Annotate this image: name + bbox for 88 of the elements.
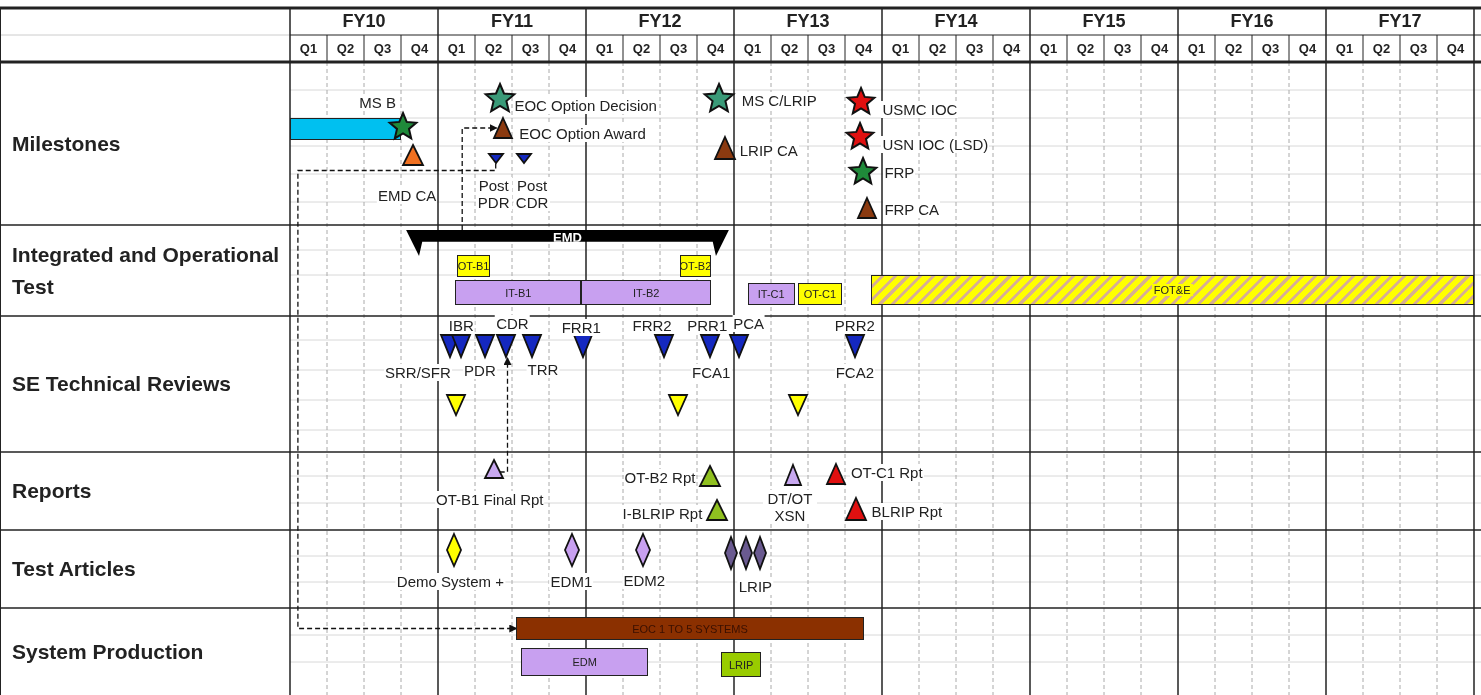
marker-label: MS C/LRIP [740,91,818,109]
marker-label: PCA [732,314,765,332]
quarter-header: Q3 [1112,40,1133,58]
quarter-header: Q1 [594,40,615,58]
phase-banner: EMD [406,230,729,256]
year-header: FY14 [933,10,979,33]
schedule-bar [290,118,402,140]
schedule-bar: IT-B2 [581,280,712,305]
marker-label: FCA2 [834,363,875,381]
schedule-bar: IT-B1 [455,280,582,305]
quarter-header: Q1 [298,40,319,58]
quarter-header: Q4 [705,40,726,58]
marker-label: LRIP [737,577,774,595]
quarter-header: Q4 [853,40,874,58]
row-header: System Production [12,638,205,665]
schedule-bar: EOC 1 TO 5 SYSTEMS [516,617,864,640]
marker-label: USN IOC (LSD) [881,135,990,153]
quarter-header: Q1 [742,40,763,58]
marker-label: EDM2 [622,571,667,589]
schedule-bar: OT-B1 [457,255,490,277]
dashed-arrow [461,124,498,231]
quarter-header: Q3 [668,40,689,58]
quarter-header: Q3 [816,40,837,58]
marker-label: Post CDR [514,177,551,211]
quarter-header: Q2 [1371,40,1392,58]
quarter-header: Q2 [1223,40,1244,58]
row-header: SE Technical Reviews [12,371,233,397]
marker-label: PDR [463,361,497,379]
marker-label: OT-B2 Rpt [623,468,697,486]
quarter-header: Q4 [557,40,578,58]
marker-label: OT-B1 Final Rpt [435,490,545,508]
marker-label: EMD CA [376,186,438,204]
year-header: FY17 [1377,10,1423,33]
quarter-header: Q3 [1260,40,1281,58]
marker-label: EDM1 [549,572,594,590]
marker-label: Post PDR [475,177,512,211]
quarter-header: Q1 [1038,40,1059,58]
quarter-header: Q3 [372,40,393,58]
marker-label: USMC IOC [881,100,959,118]
year-header: FY13 [785,10,831,33]
quarter-header: Q3 [1408,40,1429,58]
year-header: FY15 [1081,10,1127,33]
quarter-header: Q2 [631,40,652,58]
dashed-arrow [499,357,512,473]
marker-label: FRP CA [883,200,941,218]
schedule-bar: OT-C1 [797,283,843,305]
row-header: Integrated and Operational Test [12,241,281,300]
year-header: FY16 [1229,10,1275,33]
quarter-header: Q1 [1334,40,1355,58]
quarter-header: Q4 [409,40,430,58]
quarter-header: Q4 [1149,40,1170,58]
quarter-header: Q3 [964,40,985,58]
dashed-arrow [297,162,518,633]
row-header: Reports [12,478,93,504]
marker-label: FRR1 [560,318,602,336]
marker-label: EOC Option Decision [513,96,658,114]
marker-label: FCA1 [691,363,732,381]
marker-label: LRIP CA [738,141,799,159]
schedule-bar: EDM [521,648,649,676]
schedule-bar [870,275,1474,305]
marker-label: CDR [495,314,530,332]
row-header: Test Articles [12,556,137,582]
quarter-header: Q1 [446,40,467,58]
year-header: FY10 [341,10,387,33]
quarter-header: Q2 [1075,40,1096,58]
marker-label: Demo System + [395,572,505,590]
quarter-header: Q4 [1297,40,1318,58]
marker-label: EOC Option Award [518,124,647,142]
quarter-header: Q1 [890,40,911,58]
bar-label: FOT&E [1151,284,1193,296]
schedule-bar: LRIP [721,652,762,677]
quarter-header: Q4 [1001,40,1022,58]
quarter-header: Q1 [1186,40,1207,58]
quarter-header: Q3 [520,40,541,58]
marker-label: TRR [526,360,560,378]
marker-label: OT-C1 Rpt [849,463,924,481]
quarter-header: Q2 [927,40,948,58]
marker-label: DT/OT XSN [762,490,817,524]
marker-label: SRR/SFR [384,363,452,381]
year-header: FY12 [637,10,683,33]
marker-label: I-BLRIP Rpt [621,504,704,522]
row-header: Milestones [12,130,122,157]
quarter-header: Q2 [779,40,800,58]
quarter-header: Q2 [483,40,504,58]
schedule-bar: IT-C1 [747,283,795,305]
quarter-header: Q2 [335,40,356,58]
year-header: FY11 [490,10,534,33]
quarter-header: Q4 [1445,40,1466,58]
